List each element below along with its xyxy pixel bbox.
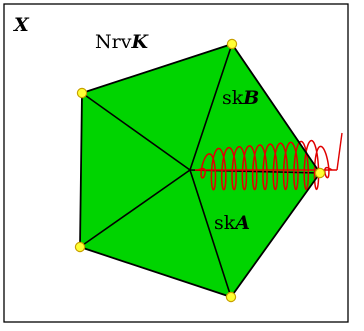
complex-boundary [79,43,321,298]
skeleton-b-prefix: sk [222,87,244,109]
edge-center-to-bottom [189,169,232,298]
edge-center-to-bottomleft [79,169,191,248]
space-label: X [13,14,30,36]
vertex-top [226,38,238,50]
vertex-bottom [225,291,237,303]
space-frame [3,3,349,323]
skeleton-b-symbol: B [242,87,259,109]
edge-center-to-topleft [81,92,191,171]
vertex-topleft [76,87,88,99]
skeleton-b-label: skB [222,87,259,109]
vertices [74,38,326,303]
nerve-label-symbol: K [130,31,149,53]
edge-center-to-top [189,43,233,171]
coil-axis [195,132,343,171]
skeleton-a-prefix: sk [214,212,236,234]
nerve-label: NrvK [95,31,149,53]
vertex-bottomleft [74,241,86,253]
skeleton-a-label: skA [214,212,250,234]
skeleton-a-symbol: A [233,212,250,234]
nerve-label-prefix: Nrv [95,31,132,53]
vertex-right [314,167,326,179]
